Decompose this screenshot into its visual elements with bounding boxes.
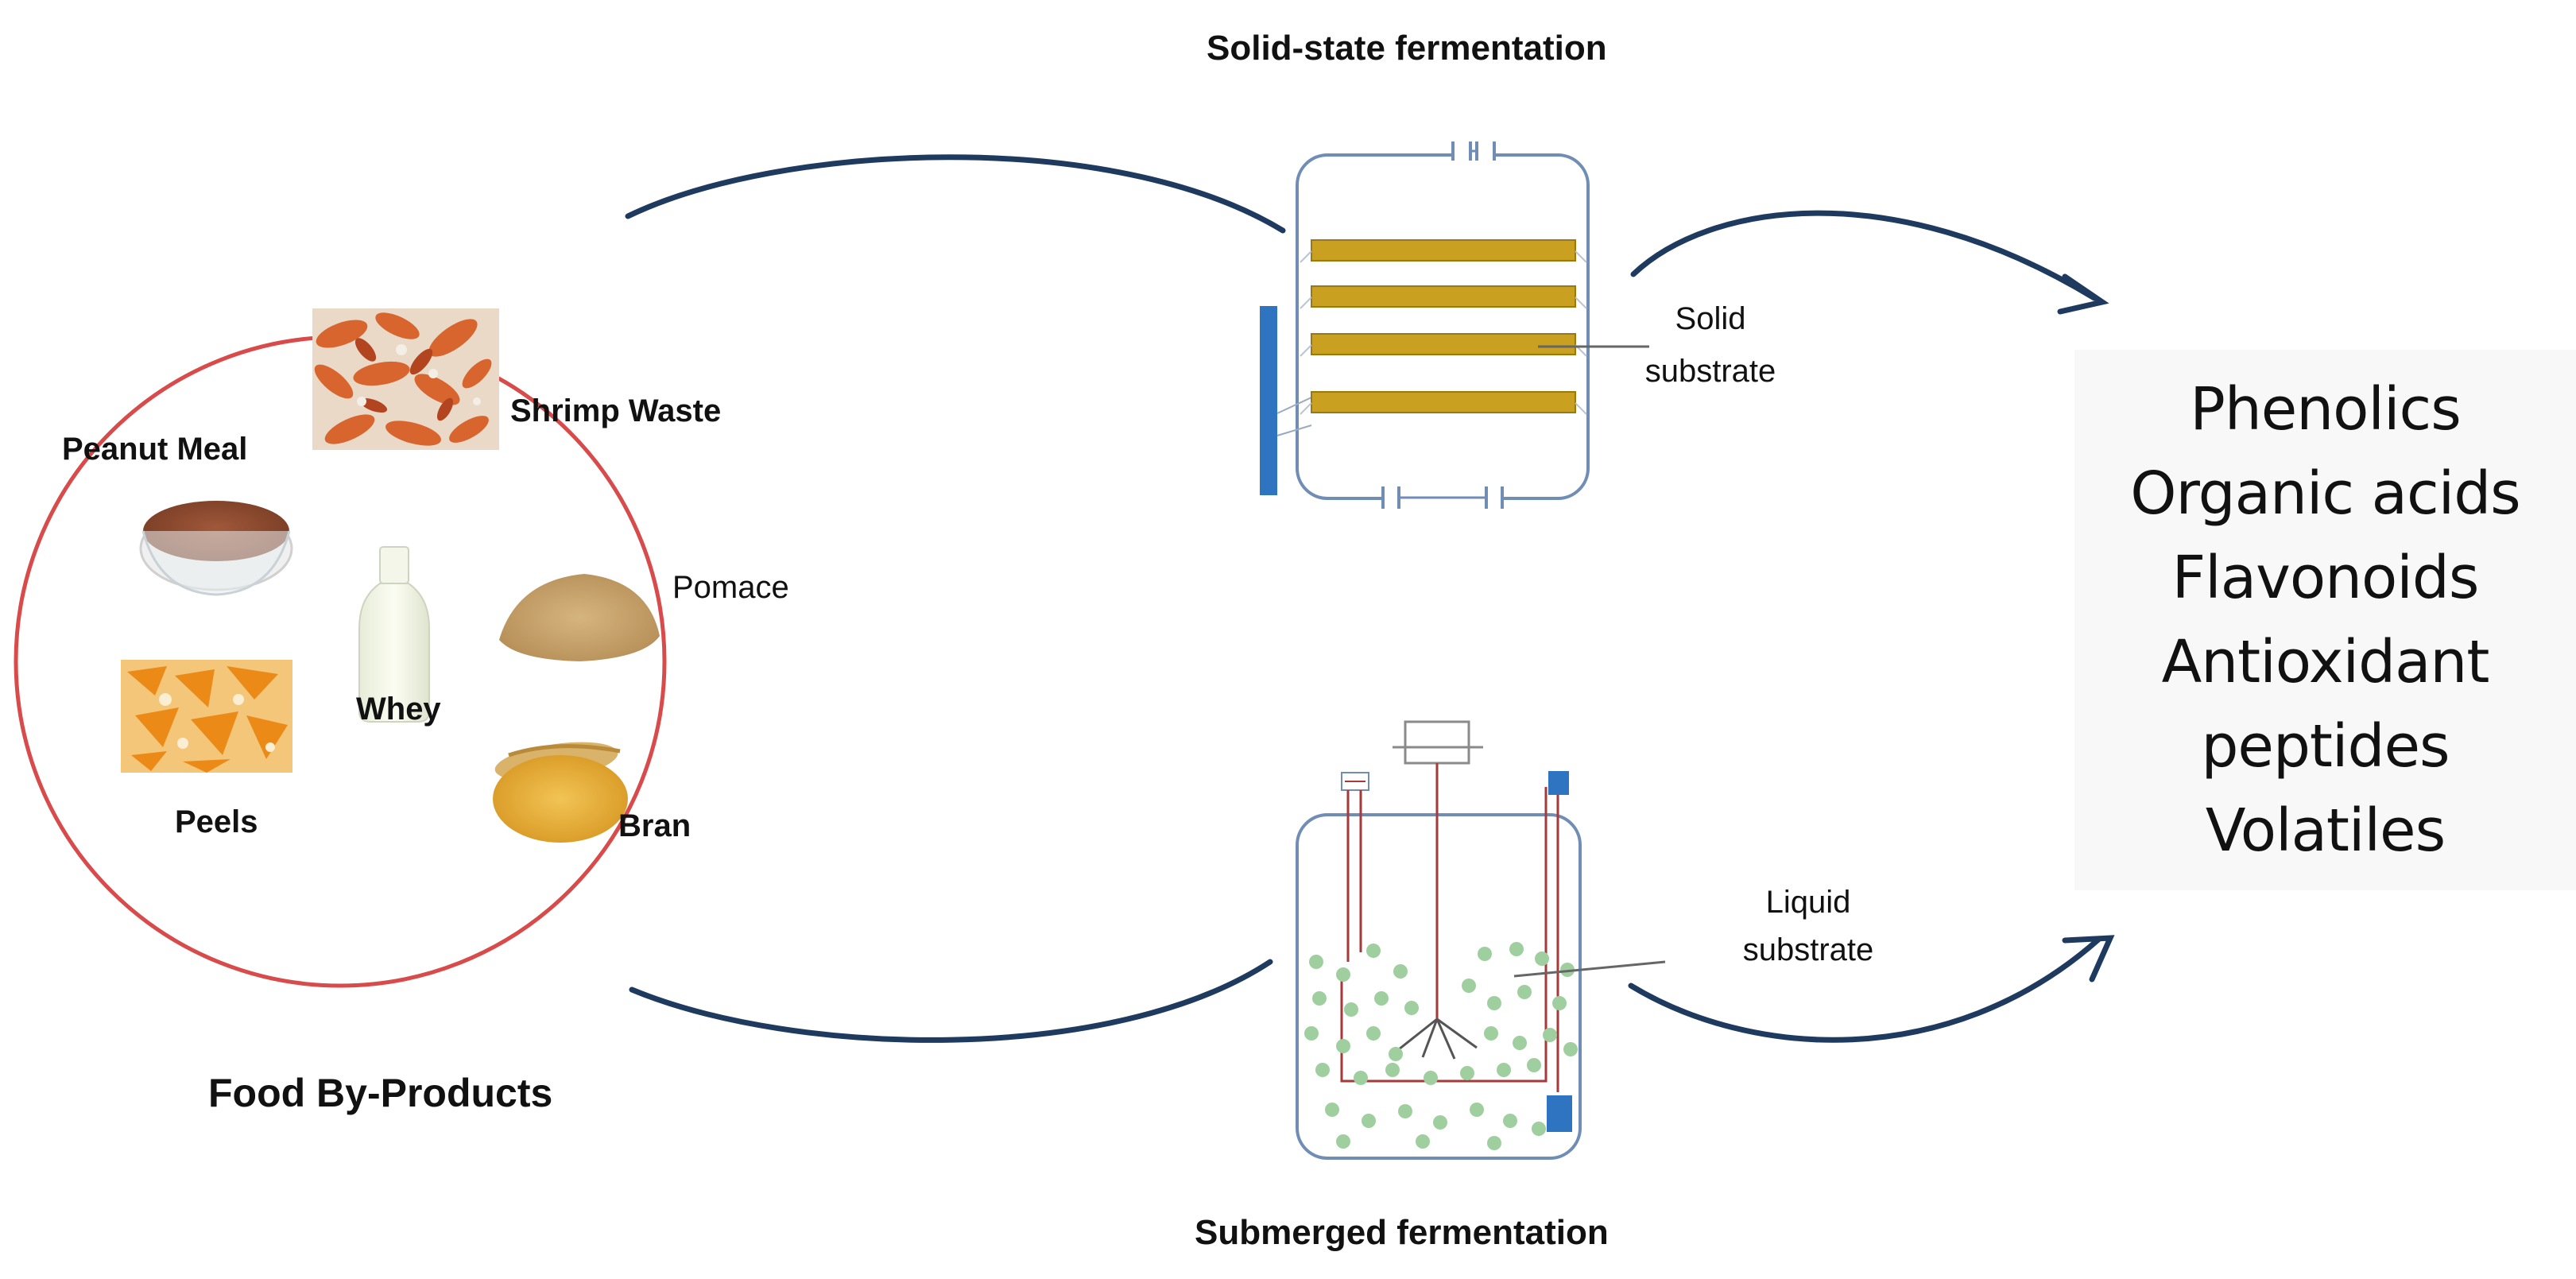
peanut-meal-label: Peanut Meal	[62, 432, 247, 467]
solid-substrate-label-line2: substrate	[1645, 354, 1776, 389]
solid-substrate-trays	[1300, 239, 1587, 415]
flow-arrows	[625, 154, 2115, 1043]
bran-label: Bran	[618, 808, 691, 843]
shrimp-waste-label: Shrimp Waste	[510, 393, 721, 428]
submerged-bioreactor: Liquid substrate Submerged fermentation	[1195, 720, 1874, 1252]
whey-image	[358, 546, 430, 723]
solid-substrate-label-line1: Solid	[1675, 301, 1746, 336]
arrow-solid-to-products	[1630, 210, 2098, 301]
submerged-title: Submerged fermentation	[1195, 1213, 1609, 1252]
liquid-substrate-pointer	[1513, 960, 1666, 978]
product-flavonoids: Flavonoids	[2171, 544, 2480, 612]
solid-state-title: Solid-state fermentation	[1207, 29, 1607, 68]
solid-state-bioreactor: Solid-state fermentation	[1207, 29, 1776, 509]
pomace-image	[499, 574, 660, 661]
arrowhead-submerged-icon	[2062, 935, 2115, 983]
peels-image	[121, 660, 292, 773]
submerged-bottom-sensor	[1547, 1095, 1572, 1132]
submerged-vessel	[1296, 813, 1582, 1160]
arrow-to-solid-state	[625, 154, 1286, 234]
shrimp-waste-image	[312, 308, 499, 450]
stirrer-motor	[1404, 720, 1470, 765]
pomace-label: Pomace	[672, 570, 789, 605]
submerged-top-sensor	[1548, 771, 1569, 795]
arrow-submerged-to-products	[1628, 936, 2101, 1043]
peanut-meal-image	[139, 501, 293, 596]
peels-label: Peels	[175, 804, 258, 839]
product-peptides: peptides	[2201, 712, 2450, 781]
bran-image	[493, 742, 628, 843]
food-by-products-group: Shrimp Waste Peanut Meal Pomace Whey Pee…	[14, 308, 789, 1115]
liquid-substrate-bubbles	[1304, 942, 1578, 1150]
product-phenolics: Phenolics	[2190, 375, 2462, 444]
product-organic-acids: Organic acids	[2130, 459, 2520, 528]
sampling-pipes	[1340, 763, 1559, 1092]
liquid-substrate-label-line2: substrate	[1743, 932, 1874, 967]
products-panel: Phenolics Organic acids Flavonoids Antio…	[2074, 350, 2576, 890]
arrow-to-submerged	[629, 959, 1273, 1043]
product-volatiles: Volatiles	[2205, 796, 2446, 865]
arrowhead-solid-icon	[2057, 273, 2109, 315]
solid-state-side-bar	[1260, 306, 1277, 495]
whey-label: Whey	[356, 692, 441, 727]
solid-state-vessel	[1296, 153, 1590, 500]
food-by-products-title: Food By-Products	[208, 1071, 552, 1115]
impeller-icon	[1398, 1017, 1478, 1060]
liquid-substrate-label-line1: Liquid	[1766, 885, 1851, 920]
product-antioxidant: Antioxidant	[2161, 628, 2490, 696]
